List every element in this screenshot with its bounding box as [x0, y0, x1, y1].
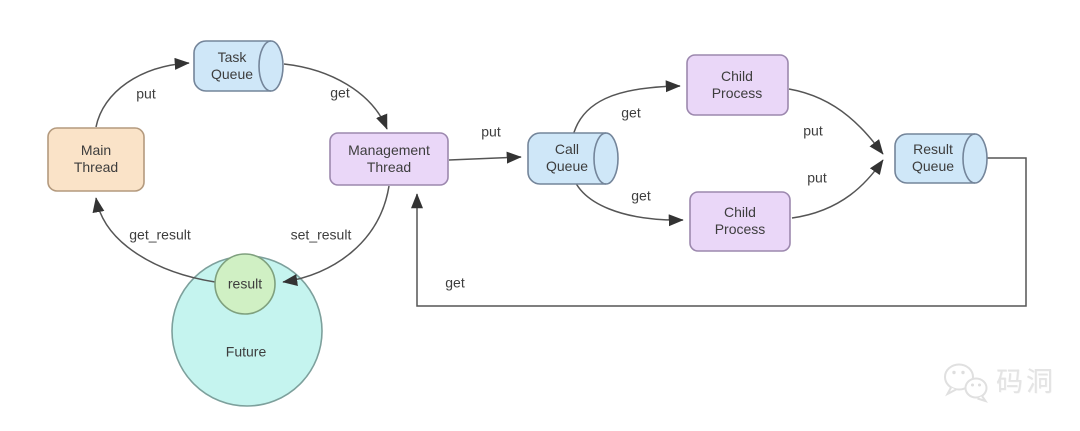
edges	[92, 57, 1027, 307]
child-process-top-label: Child Process	[712, 68, 763, 102]
main-thread-box	[47, 127, 145, 192]
call-queue-cap	[593, 132, 607, 185]
edge-put-child-top-to-result	[788, 88, 884, 155]
result-queue-label-line2: Queue	[911, 158, 955, 174]
call-queue-cylinder	[527, 132, 619, 185]
edge-put-main-to-task	[95, 57, 190, 128]
main-thread-label-line1: Main	[80, 142, 112, 158]
wechat-logo-icon	[944, 363, 989, 403]
edge-get-result-queue-to-management	[411, 157, 1027, 307]
edge-label-put-child-top-to-result: put	[803, 122, 823, 139]
child-process-top-box	[686, 54, 789, 116]
edge-label-get-call-to-child-top: get	[621, 104, 641, 121]
edge-put-child-bottom-to-result	[791, 159, 884, 219]
child-process-bottom-label-line2: Process	[714, 221, 766, 237]
edge-label-put-main-to-task: put	[136, 85, 156, 102]
child-process-bottom-label: Child Process	[715, 204, 766, 238]
task-queue-label-line2: Queue	[210, 66, 254, 82]
management-thread-label-line2: Thread	[366, 159, 412, 175]
call-queue-label-line1: Call	[554, 141, 580, 157]
result-label: result	[227, 275, 263, 292]
child-process-bottom-box	[689, 191, 791, 252]
management-thread-box	[329, 132, 449, 186]
child-process-bottom-label-line1: Child	[724, 204, 756, 220]
result-queue-cylinder	[894, 133, 988, 184]
child-process-top-label-line2: Process	[711, 85, 763, 101]
result-queue-label-line1: Result	[913, 141, 953, 157]
result-queue-label: Result Queue	[912, 141, 954, 175]
main-thread-label-line2: Thread	[73, 159, 119, 175]
edge-set-result	[282, 185, 390, 286]
task-queue-cylinder	[193, 40, 284, 92]
call-queue-label-line2: Queue	[545, 158, 589, 174]
edge-put-management-to-call	[448, 151, 522, 164]
watermark-text: 码洞	[996, 367, 1056, 397]
edge-label-get-result: get_result	[129, 226, 191, 243]
task-queue-label: Task Queue	[211, 49, 253, 83]
edge-label-set-result: set_result	[290, 226, 352, 243]
management-thread-label-line1: Management	[348, 142, 430, 158]
edge-get-task-to-management	[283, 63, 388, 130]
management-thread-label: Management Thread	[348, 142, 430, 176]
edge-label-put-child-bottom-to-result: put	[807, 169, 827, 186]
result-circle	[214, 253, 276, 315]
edge-label-put-management-to-call: put	[481, 123, 501, 140]
task-queue-cap	[258, 40, 272, 92]
call-queue-label: Call Queue	[546, 141, 588, 175]
edge-get-result	[92, 197, 216, 283]
child-process-top-label-line1: Child	[721, 68, 753, 84]
edge-label-get-call-to-child-bottom: get	[631, 187, 651, 204]
edge-label-get-task-to-management: get	[330, 84, 350, 101]
result-queue-cap	[962, 133, 976, 184]
watermark: 码洞	[940, 360, 1056, 404]
main-thread-label: Main Thread	[74, 142, 118, 176]
edge-label-get-result-queue-to-management: get	[445, 274, 465, 291]
future-label: Future	[225, 343, 267, 360]
task-queue-label-line1: Task	[217, 49, 247, 65]
